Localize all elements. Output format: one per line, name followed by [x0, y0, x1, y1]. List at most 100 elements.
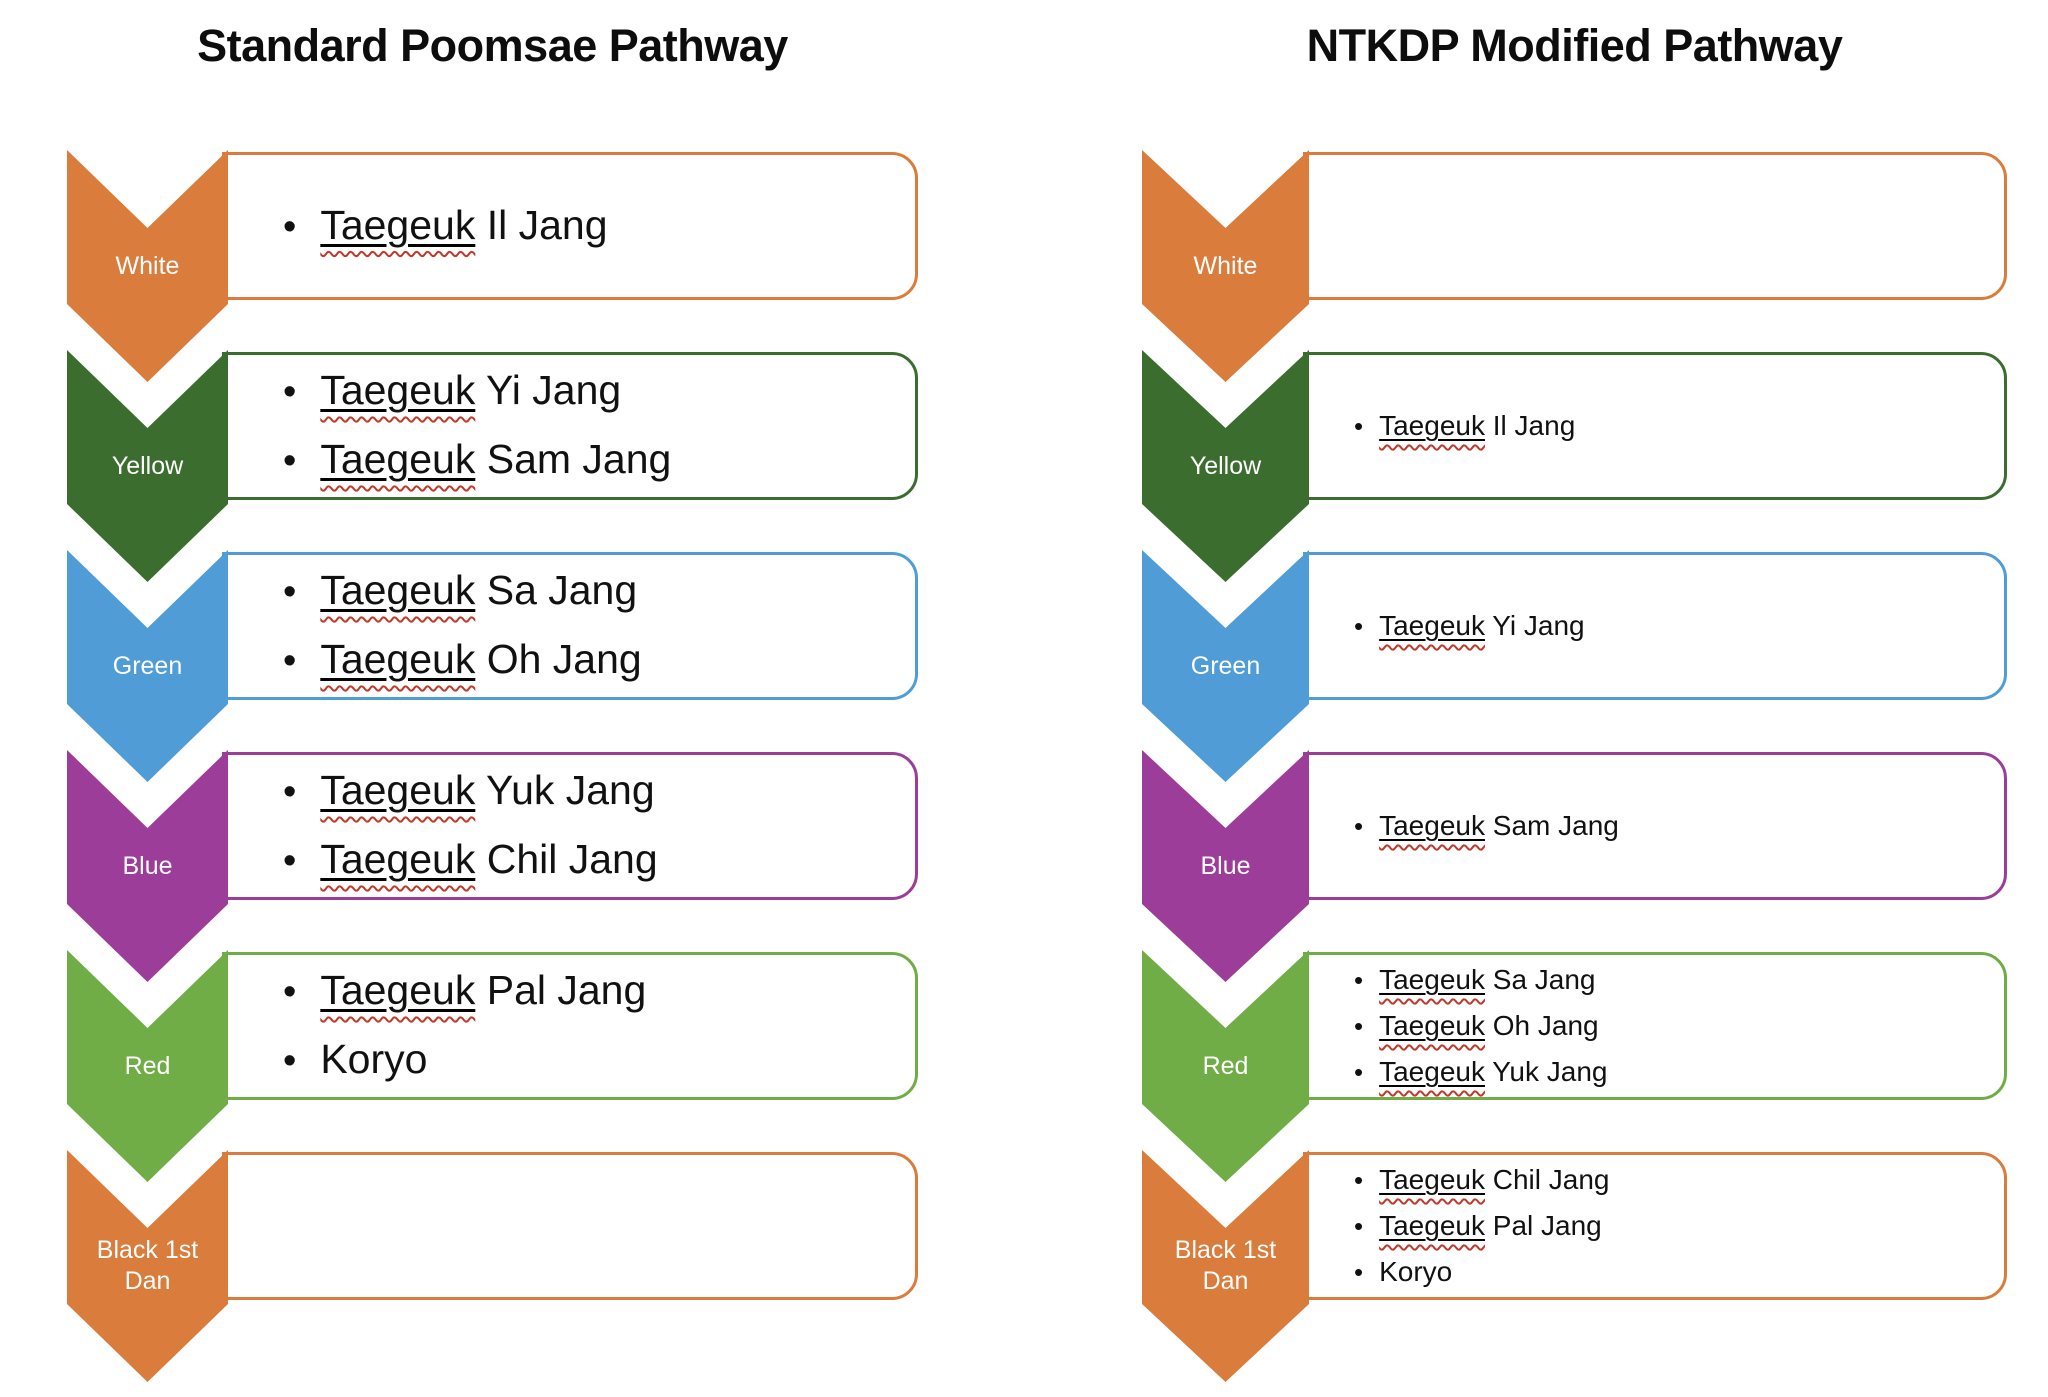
form-item: • Taegeuk Oh Jang	[1354, 1003, 2004, 1049]
form-item: • Taegeuk Sam Jang	[283, 426, 915, 495]
belt-label: Blue	[122, 851, 173, 880]
bullet-icon: •	[1354, 1165, 1364, 1195]
underlined-word: Taegeuk	[1379, 1164, 1485, 1195]
underlined-word: Taegeuk	[1379, 610, 1485, 641]
chevron-arrow-icon	[1142, 150, 1309, 382]
underlined-word: Taegeuk	[1379, 964, 1485, 995]
spellcheck-squiggle: Taegeuk	[1379, 610, 1485, 641]
bullet-icon: •	[1354, 1257, 1364, 1287]
spellcheck-squiggle: Taegeuk	[1379, 964, 1485, 995]
underlined-word: Taegeuk	[320, 967, 475, 1013]
bullet-icon: •	[283, 640, 297, 682]
spellcheck-squiggle: Taegeuk	[320, 436, 476, 482]
column-title-standard: Standard Poomsae Pathway	[197, 20, 788, 71]
underlined-word: Taegeuk	[320, 436, 475, 482]
belt-chevron-standard-blue: Blue	[67, 750, 228, 982]
form-item: • Taegeuk Sa Jang	[283, 557, 915, 626]
form-name: Taegeuk Chil Jang	[1379, 1164, 1610, 1195]
chevron-arrow-icon	[67, 550, 228, 782]
belt-label: Yellow	[111, 451, 184, 480]
bullet-icon: •	[1354, 411, 1364, 441]
spellcheck-squiggle: Taegeuk	[320, 201, 476, 248]
forms-box-ntkdp-white	[1303, 152, 2007, 300]
underlined-word: Taegeuk	[1379, 1210, 1485, 1241]
bullet-icon: •	[1354, 1057, 1364, 1087]
forms-box-standard-green: •Taegeuk Sa Jang•Taegeuk Oh Jang	[222, 552, 918, 700]
belt-chevron-ntkdp-blue: Blue	[1142, 750, 1309, 982]
belt-chevron-standard-black-1st-dan: Black 1st Dan	[67, 1150, 228, 1382]
column-title-ntkdp: NTKDP Modified Pathway	[1306, 20, 1843, 71]
forms-box-ntkdp-blue: •Taegeuk Sam Jang	[1303, 752, 2007, 900]
underlined-word: Taegeuk	[320, 836, 475, 882]
bullet-icon: •	[283, 205, 297, 248]
chevron-arrow-icon	[1142, 1150, 1309, 1382]
forms-box-standard-white: •Taegeuk Il Jang	[222, 152, 918, 300]
form-name: Taegeuk Pal Jang	[320, 967, 647, 1013]
form-item: •Taegeuk Chil Jang	[283, 826, 915, 895]
form-item: • Koryo	[283, 1026, 915, 1095]
chevron-arrow-icon	[67, 150, 228, 382]
spellcheck-squiggle: Taegeuk	[320, 367, 476, 413]
form-item: •Taegeuk Il Jang	[283, 192, 915, 261]
spellcheck-squiggle: Taegeuk	[320, 767, 476, 813]
form-item: • Taegeuk Yi Jang	[283, 357, 915, 426]
forms-box-standard-blue: •Taegeuk Yuk Jang•Taegeuk Chil Jang	[222, 752, 918, 900]
form-name: Koryo	[320, 1036, 428, 1082]
belt-label: Yellow	[1189, 451, 1262, 480]
form-name: Taegeuk Yuk Jang	[1379, 1056, 1608, 1087]
form-name: Taegeuk Oh Jang	[1379, 1010, 1599, 1041]
belt-chevron-ntkdp-white: White	[1142, 150, 1309, 382]
belt-chevron-ntkdp-black-1st-dan: Black 1st Dan	[1142, 1150, 1309, 1382]
belt-chevron-ntkdp-green: Green	[1142, 550, 1309, 782]
spellcheck-squiggle: Taegeuk	[1379, 1164, 1485, 1195]
chevron-arrow-icon	[67, 1150, 228, 1382]
underlined-word: Taegeuk	[320, 767, 475, 813]
chevron-arrow-icon	[67, 950, 228, 1182]
bullet-icon: •	[283, 771, 297, 813]
bullet-icon: •	[1354, 811, 1364, 841]
belt-chevron-standard-white: White	[67, 150, 228, 382]
chevron-arrow-icon	[1142, 350, 1309, 582]
belt-label: Green	[1190, 651, 1261, 680]
forms-box-standard-yellow: • Taegeuk Yi Jang • Taegeuk Sam Jang	[222, 352, 918, 500]
underlined-word: Taegeuk	[1379, 810, 1485, 841]
spellcheck-squiggle: Taegeuk	[1379, 1010, 1485, 1041]
chevron-arrow-icon	[67, 750, 228, 982]
bullet-icon: •	[1354, 611, 1364, 641]
bullet-icon: •	[283, 371, 297, 413]
bullet-icon: •	[1354, 965, 1364, 995]
form-name: Taegeuk Sa Jang	[1379, 964, 1596, 995]
forms-box-standard-red: •Taegeuk Pal Jang • Koryo	[222, 952, 918, 1100]
belt-label: White	[1193, 251, 1258, 280]
form-item: •Taegeuk Yuk Jang	[283, 757, 915, 826]
form-item: •Taegeuk Pal Jang	[1354, 1203, 2004, 1249]
form-name: Taegeuk Yi Jang	[1379, 610, 1585, 641]
spellcheck-squiggle: Taegeuk	[1379, 810, 1485, 841]
spellcheck-squiggle: Taegeuk	[320, 636, 476, 682]
spellcheck-squiggle: Taegeuk	[1379, 410, 1485, 441]
form-item: • Taegeuk Yuk Jang	[1354, 1049, 2004, 1095]
chevron-arrow-icon	[67, 350, 228, 582]
form-name: Taegeuk Yi Jang	[320, 367, 622, 413]
form-item: •Taegeuk Pal Jang	[283, 957, 915, 1026]
underlined-word: Taegeuk	[1379, 1010, 1485, 1041]
form-name: Taegeuk Il Jang	[1379, 410, 1576, 441]
forms-box-ntkdp-yellow: • Taegeuk Il Jang	[1303, 352, 2007, 500]
belt-label: Red	[1202, 1051, 1249, 1080]
chevron-arrow-icon	[1142, 550, 1309, 782]
form-name: Taegeuk Sa Jang	[320, 567, 638, 613]
bullet-icon: •	[283, 571, 297, 613]
form-item: • Taegeuk Il Jang	[1354, 403, 2004, 449]
underlined-word: Taegeuk	[320, 567, 475, 613]
spellcheck-squiggle: Taegeuk	[320, 567, 476, 613]
bullet-icon: •	[283, 440, 297, 482]
bullet-icon: •	[283, 1040, 297, 1082]
belt-label: White	[115, 251, 180, 280]
spellcheck-squiggle: Taegeuk	[320, 967, 476, 1013]
forms-box-ntkdp-green: • Taegeuk Yi Jang	[1303, 552, 2007, 700]
belt-label: Red	[124, 1051, 171, 1080]
form-name: Taegeuk Sam Jang	[320, 436, 672, 482]
bullet-icon: •	[1354, 1011, 1364, 1041]
belt-chevron-ntkdp-red: Red	[1142, 950, 1309, 1182]
